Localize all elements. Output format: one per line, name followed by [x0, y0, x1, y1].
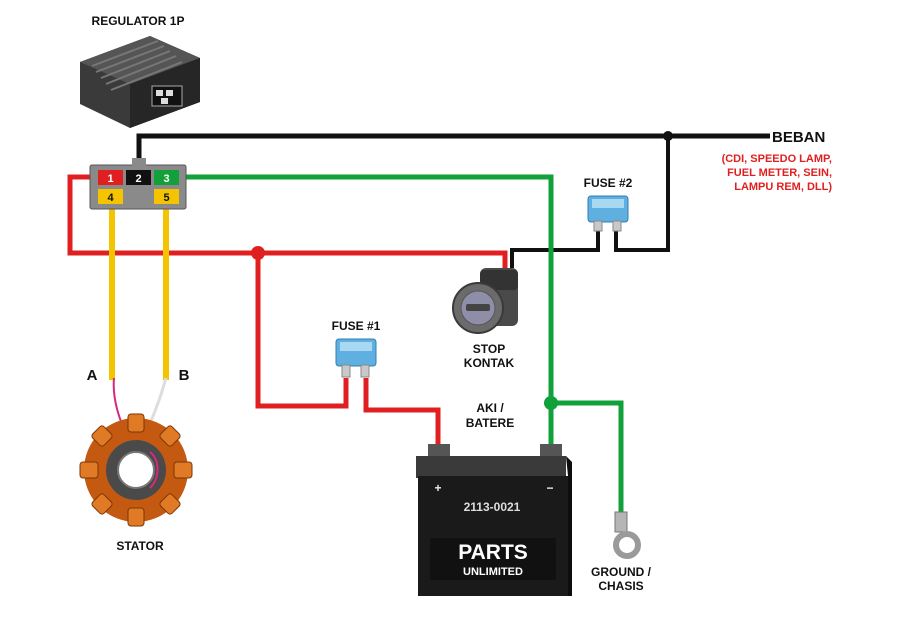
red-wire-fuse1-out [363, 378, 441, 444]
green-junction [544, 396, 558, 410]
regulator-icon [80, 36, 200, 128]
wire-b-label: B [179, 367, 190, 384]
regulator-label: REGULATOR 1P [92, 14, 185, 28]
battery-model: 2113-0021 [464, 500, 521, 514]
beban-desc-line1: (CDI, SPEEDO LAMP, [722, 153, 832, 165]
connector-pin-2: 2 [126, 170, 151, 185]
green-wire-main [186, 174, 554, 444]
connector-pin-3: 3 [154, 170, 179, 185]
connector-pin-5: 5 [154, 189, 179, 204]
fuse-1: FUSE #1 [332, 319, 381, 378]
stator-label: STATOR [116, 539, 164, 553]
beban-desc-line3: LAMPU REM, DLL) [734, 181, 832, 193]
ground-label-line1: GROUND / [591, 565, 652, 579]
stator-icon [79, 377, 193, 527]
stator-component: A B STATOR [79, 367, 193, 553]
svg-text:4: 4 [107, 192, 114, 204]
ground-chasis: GROUND / CHASIS [591, 511, 652, 593]
fuse1-label: FUSE #1 [332, 319, 381, 333]
battery-plus-sign: + [434, 481, 441, 495]
svg-text:3: 3 [163, 173, 169, 185]
beban-desc-line2: FUEL METER, SEIN, [727, 167, 832, 179]
red-wire-fuse1-in [255, 253, 349, 409]
stop-kontak: STOP KONTAK [452, 268, 518, 370]
wires [67, 131, 770, 512]
regulator-connector: 1 2 3 4 5 [89, 158, 187, 210]
green-wire-ground [551, 400, 624, 512]
ring-terminal-icon [613, 511, 641, 559]
connector-pin-4: 4 [98, 189, 123, 204]
black-wire-fuse2 [614, 136, 670, 252]
svg-text:5: 5 [163, 192, 169, 204]
red-junction [251, 246, 265, 260]
battery-aki: AKI / BATERE + − 2113-0021 PARTS UNLIMIT… [416, 401, 572, 596]
black-wire-stopkontak [510, 226, 600, 268]
red-wire-main [67, 174, 508, 270]
battery-brand-line1: PARTS [458, 541, 528, 564]
stop-kontak-line2: KONTAK [464, 356, 515, 370]
svg-text:1: 1 [107, 173, 113, 185]
battery-icon: + − 2113-0021 PARTS UNLIMITED [416, 444, 572, 596]
svg-text:2: 2 [135, 173, 141, 185]
fuse-2: FUSE #2 [584, 176, 633, 232]
regulator-component: REGULATOR 1P 1 [80, 14, 200, 210]
black-junction [663, 131, 673, 141]
aki-label-line1: AKI / [476, 401, 504, 415]
aki-label-line2: BATERE [466, 416, 514, 430]
ground-label-line2: CHASIS [598, 579, 643, 593]
battery-brand-line2: UNLIMITED [463, 566, 523, 578]
beban-load: BEBAN (CDI, SPEEDO LAMP, FUEL METER, SEI… [722, 129, 833, 193]
fuse2-label: FUSE #2 [584, 176, 633, 190]
beban-label: BEBAN [772, 129, 825, 146]
fuse2-icon [587, 195, 629, 232]
ignition-switch-icon [452, 268, 518, 334]
fuse1-icon [335, 338, 377, 378]
wire-a-label: A [87, 367, 98, 384]
stop-kontak-line1: STOP [473, 342, 505, 356]
battery-minus-sign: − [546, 481, 553, 495]
connector-pin-1: 1 [98, 170, 123, 185]
black-wire-beban [136, 133, 770, 170]
